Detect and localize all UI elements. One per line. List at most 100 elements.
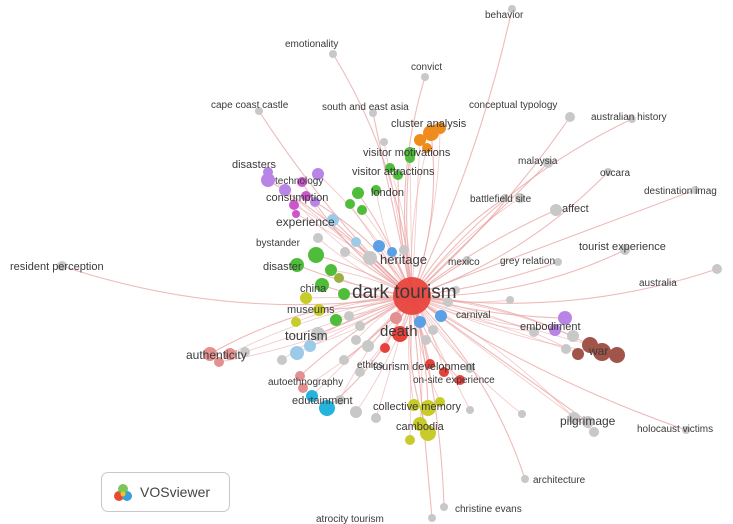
label-tourism[interactable]: tourism xyxy=(285,328,328,343)
node-death[interactable] xyxy=(392,326,408,342)
node-mexico[interactable] xyxy=(463,256,471,264)
label-battlefield-site[interactable]: battlefield site xyxy=(470,194,532,205)
label-on-site-experience[interactable]: on-site experience xyxy=(413,375,495,386)
label-authenticity[interactable]: authenticity xyxy=(186,348,247,362)
label-collective-memory[interactable]: collective memory xyxy=(373,401,462,413)
label-pilgrimage[interactable]: pilgrimage xyxy=(560,414,616,428)
label-architecture[interactable]: architecture xyxy=(533,475,586,486)
label-heritage[interactable]: heritage xyxy=(380,252,427,267)
label-affect[interactable]: affect xyxy=(562,203,589,215)
node-battlefield-site[interactable] xyxy=(501,194,509,202)
label-carnival[interactable]: carnival xyxy=(456,310,490,321)
node-destination-imag[interactable] xyxy=(691,186,699,194)
node-autoethnography[interactable] xyxy=(295,371,305,381)
label-christine-evans[interactable]: christine evans xyxy=(455,504,522,515)
node-heritage[interactable] xyxy=(363,251,377,265)
label-cambodia[interactable]: cambodia xyxy=(396,421,445,433)
label-disaster[interactable]: disaster xyxy=(263,261,302,273)
label-disasters[interactable]: disasters xyxy=(232,159,277,171)
label-embodiment[interactable]: embodiment xyxy=(520,321,581,333)
node-south-and-east-asia[interactable] xyxy=(369,109,377,117)
node-ovcara[interactable] xyxy=(604,168,612,176)
node-tourism-development[interactable] xyxy=(425,359,435,369)
label-australian-history[interactable]: australian history xyxy=(591,112,667,123)
label-edutainment[interactable]: edutainment xyxy=(292,395,353,407)
label-holocaust-victims[interactable]: holocaust victims xyxy=(637,424,713,435)
node-cambodia[interactable] xyxy=(420,425,436,441)
node-grey-relation[interactable] xyxy=(554,258,562,266)
node-visitor-motivations[interactable] xyxy=(404,147,416,159)
label-tourist-experience[interactable]: tourist experience xyxy=(579,241,666,253)
node-affect[interactable] xyxy=(550,204,562,216)
label-australia[interactable]: australia xyxy=(639,278,677,289)
node-edutainment[interactable] xyxy=(319,400,335,416)
node-consumption[interactable] xyxy=(310,197,320,207)
label-museums[interactable]: museums xyxy=(287,304,335,316)
node-architecture[interactable] xyxy=(521,475,529,483)
label-visitor-motivations[interactable]: visitor motivations xyxy=(363,147,451,159)
label-grey-relation[interactable]: grey relation xyxy=(500,256,555,267)
node-on-site-experience[interactable] xyxy=(455,375,465,385)
label-convict[interactable]: convict xyxy=(411,62,442,73)
label-consumption[interactable]: consumption xyxy=(266,192,328,204)
node-visitor-attractions[interactable] xyxy=(393,170,403,180)
label-south-and-east-asia[interactable]: south and east asia xyxy=(322,102,409,113)
vosviewer-logo-badge[interactable]: VOSviewer xyxy=(101,472,230,512)
label-ethics[interactable]: ethics xyxy=(357,360,383,371)
node-authenticity[interactable] xyxy=(203,347,217,361)
label-cluster-analysis[interactable]: cluster analysis xyxy=(391,118,467,130)
label-behavior[interactable]: behavior xyxy=(485,10,524,21)
label-bystander[interactable]: bystander xyxy=(256,238,301,249)
node-behavior[interactable] xyxy=(508,5,516,13)
node-resident-perception[interactable] xyxy=(57,261,67,271)
label-emotionality[interactable]: emotionality xyxy=(285,39,338,50)
label-visitor-attractions[interactable]: visitor attractions xyxy=(352,166,435,178)
node-tourism[interactable] xyxy=(311,327,325,341)
node-london[interactable] xyxy=(352,187,364,199)
node-collective-memory[interactable] xyxy=(420,400,436,416)
node-war[interactable] xyxy=(593,343,611,361)
label-dark-tourism[interactable]: dark tourism xyxy=(352,282,457,303)
node-convict[interactable] xyxy=(421,73,429,81)
label-resident-perception[interactable]: resident perception xyxy=(10,261,104,273)
node-disaster[interactable] xyxy=(290,258,304,272)
label-cape-coast-castle[interactable]: cape coast castle xyxy=(211,100,289,111)
label-technology[interactable]: technology xyxy=(275,176,323,187)
node-holocaust-victims[interactable] xyxy=(682,426,690,434)
node-ethics[interactable] xyxy=(339,355,349,365)
label-war[interactable]: war xyxy=(588,344,608,358)
node-emotionality[interactable] xyxy=(329,50,337,58)
label-malaysia[interactable]: malaysia xyxy=(518,156,558,167)
node-bystander[interactable] xyxy=(308,247,324,263)
node-tourist-experience[interactable] xyxy=(620,245,630,255)
label-tourism-development[interactable]: tourism development xyxy=(373,361,475,373)
node-embodiment[interactable] xyxy=(558,311,572,325)
node-australian-history[interactable] xyxy=(628,115,636,123)
label-mexico[interactable]: mexico xyxy=(448,257,480,268)
label-death[interactable]: death xyxy=(380,323,418,340)
node-cape-coast-castle[interactable] xyxy=(255,107,263,115)
label-conceptual-typology[interactable]: conceptual typology xyxy=(469,100,557,111)
label-autoethnography[interactable]: autoethnography xyxy=(268,377,343,388)
label-china[interactable]: china xyxy=(300,283,327,295)
label-ovcara[interactable]: ovcara xyxy=(600,168,630,179)
node-experience[interactable] xyxy=(327,214,339,226)
node-pilgrimage[interactable] xyxy=(582,416,594,428)
label-destination-imag[interactable]: destination imag xyxy=(644,186,717,197)
node-carnival[interactable] xyxy=(435,310,447,322)
node-australia[interactable] xyxy=(712,264,722,274)
node-museums[interactable] xyxy=(313,304,325,316)
node-conceptual-typology[interactable] xyxy=(565,112,575,122)
node-disasters[interactable] xyxy=(261,173,275,187)
node-christine-evans[interactable] xyxy=(440,503,448,511)
label-london[interactable]: london xyxy=(371,187,404,199)
node-china[interactable] xyxy=(315,278,329,292)
label-atrocity-tourism[interactable]: atrocity tourism xyxy=(316,514,384,524)
label-experience[interactable]: experience xyxy=(276,215,335,229)
node-technology[interactable] xyxy=(297,177,307,187)
node-cluster-analysis[interactable] xyxy=(423,125,439,141)
node-malaysia[interactable] xyxy=(543,158,553,168)
node-dark-tourism[interactable] xyxy=(393,277,431,315)
